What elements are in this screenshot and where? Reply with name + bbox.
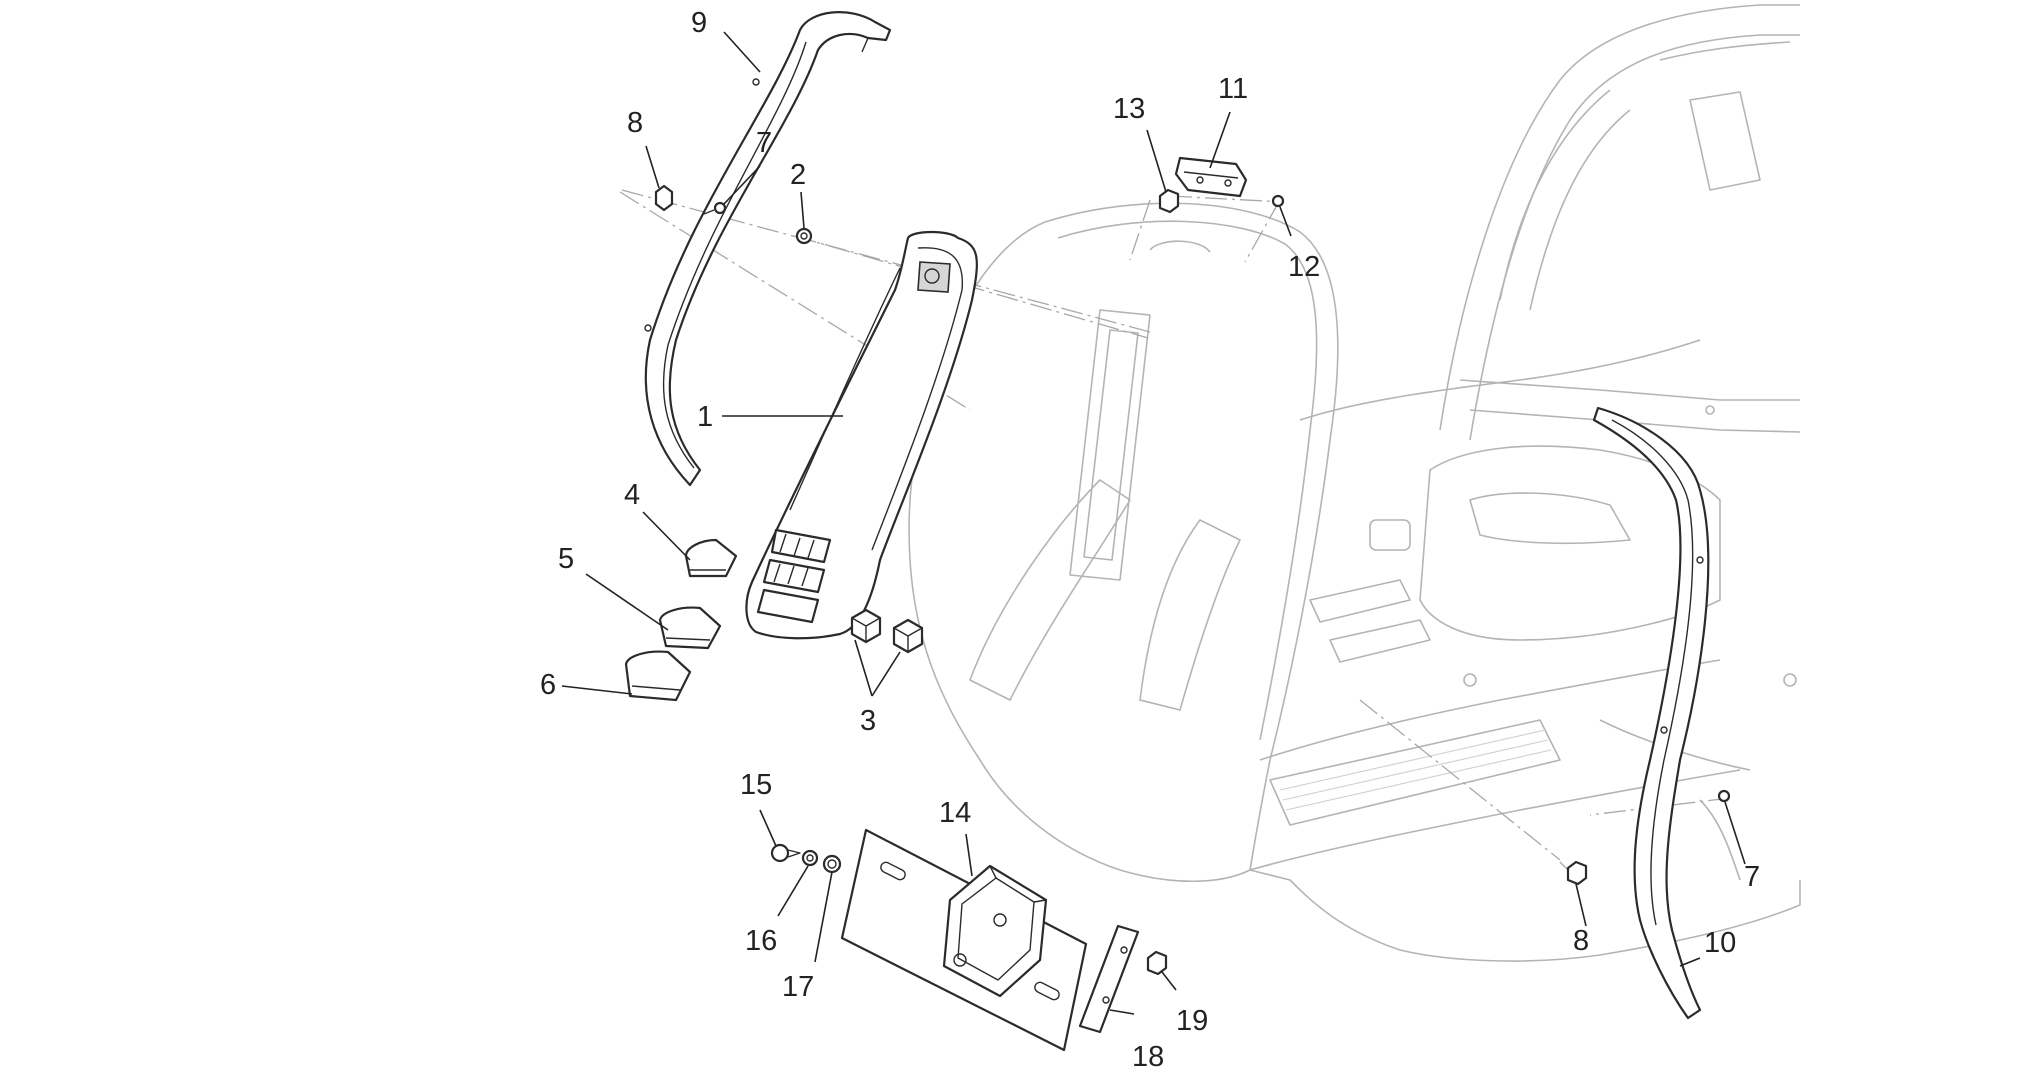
scooter-body-outline (908, 4, 1801, 962)
callout-15: 15 (740, 769, 772, 801)
callout-7-left: 7 (756, 127, 772, 159)
part-3-clips (850, 608, 924, 654)
callout-5: 5 (558, 543, 574, 575)
part-6-badge (624, 650, 692, 702)
callout-18: 18 (1132, 1041, 1164, 1072)
callout-6: 6 (540, 669, 556, 701)
callout-13: 13 (1113, 93, 1145, 125)
part-16-washer (801, 849, 819, 867)
part-11-bracket (1174, 156, 1248, 198)
part-1-front-cover (745, 230, 978, 640)
callout-3: 3 (860, 705, 876, 737)
callout-11: 11 (1218, 73, 1248, 105)
part-17-washer (822, 854, 842, 874)
part-18-bracket (1078, 924, 1140, 1034)
part-5-badge (658, 606, 722, 650)
callout-19: 19 (1176, 1005, 1208, 1037)
callout-17: 17 (782, 971, 814, 1003)
callout-16: 16 (745, 925, 777, 957)
part-14-plate-holder (840, 828, 1088, 1052)
part-8-nut-left (654, 184, 674, 212)
part-12-screw (1271, 194, 1285, 208)
callout-12: 12 (1288, 251, 1320, 283)
callout-2: 2 (790, 159, 806, 191)
part-13-nut (1158, 188, 1180, 214)
callout-labels: 1 2 3 4 5 6 7 7 8 8 9 10 11 12 13 14 15 … (540, 7, 1760, 1072)
callout-1: 1 (697, 401, 713, 433)
callout-8-left: 8 (627, 107, 643, 139)
callout-10: 10 (1704, 927, 1736, 959)
part-4-badge (684, 538, 738, 578)
part-7-screw-right (1717, 789, 1731, 803)
callout-8-right: 8 (1573, 925, 1589, 957)
part-15-bolt (770, 843, 801, 863)
part-9-left-trim (644, 11, 892, 487)
callout-4: 4 (624, 479, 640, 511)
part-10-right-trim (1592, 406, 1710, 1020)
callout-7-right: 7 (1744, 861, 1760, 893)
callout-9: 9 (691, 7, 707, 39)
part-19-nut (1146, 950, 1168, 976)
leader-lines (561, 31, 1746, 1015)
part-7-screw-left (703, 201, 727, 215)
callout-14: 14 (939, 797, 971, 829)
part-2-screw (795, 227, 813, 245)
part-8-nut-right (1566, 860, 1588, 886)
